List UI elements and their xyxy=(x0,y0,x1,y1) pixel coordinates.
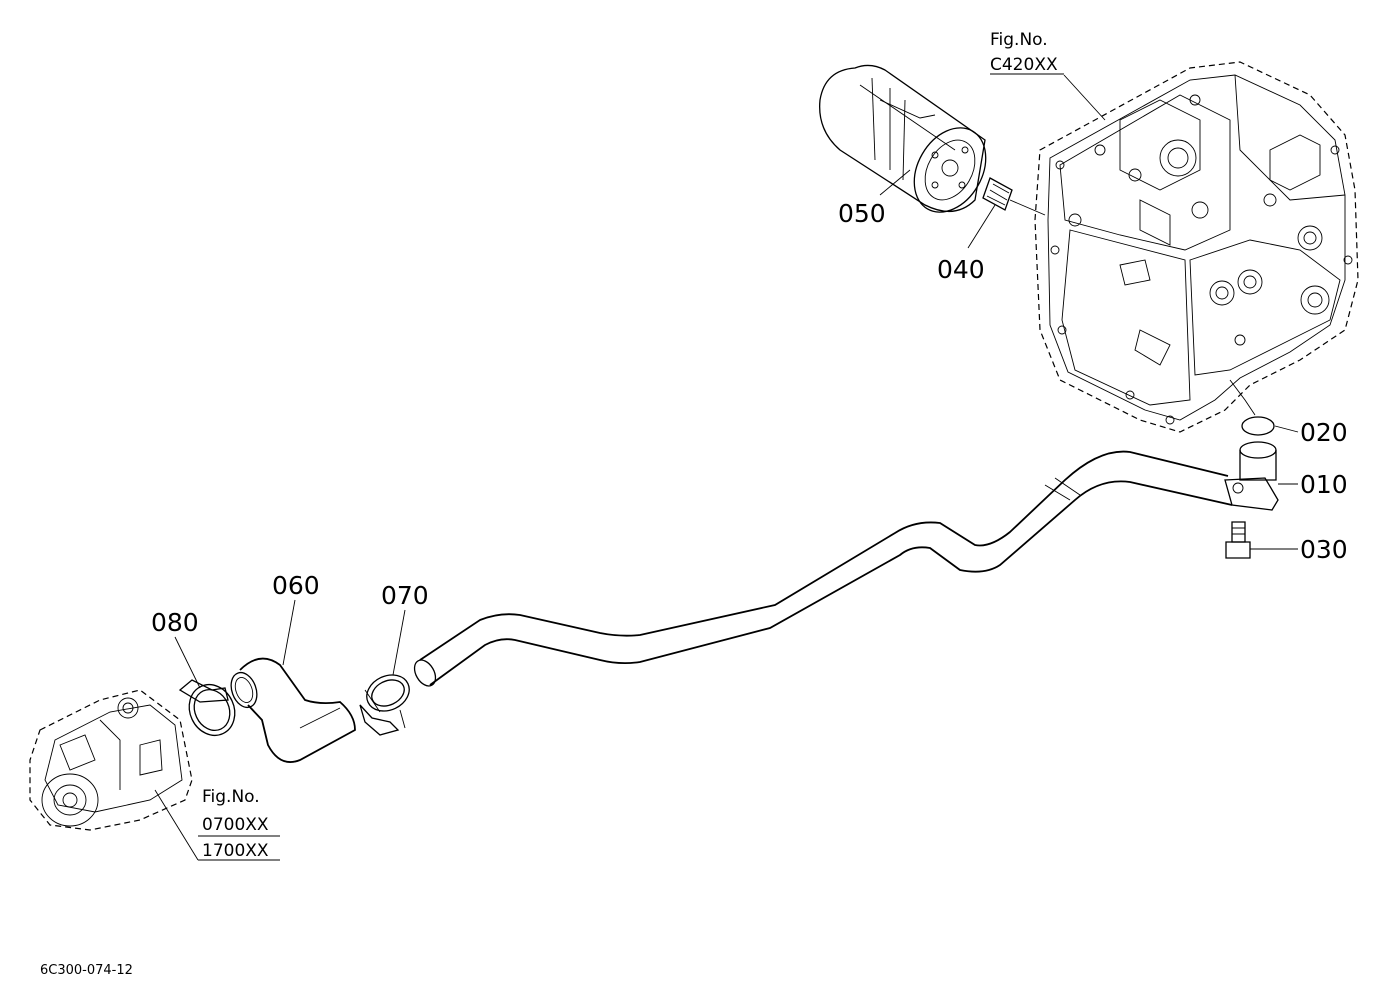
o-ring-illustration xyxy=(1241,416,1275,436)
hydraulic-pump-illustration xyxy=(29,689,193,831)
part-label-050[interactable]: 050 xyxy=(838,199,886,228)
part-label-060[interactable]: 060 xyxy=(272,571,320,600)
drawing-code: 6C300-074-12 xyxy=(40,963,133,978)
oil-pipe-illustration xyxy=(413,450,1233,687)
leader-lines xyxy=(154,73,1299,861)
part-label-080[interactable]: 080 xyxy=(151,608,199,637)
hose-illustration xyxy=(230,657,356,763)
fig-ref-transmission-line2[interactable]: C420XX xyxy=(990,55,1058,75)
part-label-040[interactable]: 040 xyxy=(937,255,985,284)
oil-filter-illustration xyxy=(819,64,987,213)
part-label-010-o-ring[interactable]: 020 xyxy=(1300,418,1348,447)
nipple-illustration xyxy=(982,177,1046,216)
part-label-030[interactable]: 030 xyxy=(1300,535,1348,564)
fig-ref-pump-line3[interactable]: 1700XX xyxy=(202,841,269,861)
hose-clamp-illustration-080 xyxy=(178,679,236,736)
part-label-070[interactable]: 070 xyxy=(381,581,429,610)
hose-clamp-illustration-070 xyxy=(359,674,410,736)
fig-ref-pump-line2[interactable]: 0700XX xyxy=(202,815,269,835)
pipe-flange-illustration xyxy=(1224,441,1279,511)
transmission-case-illustration xyxy=(1034,61,1359,433)
fig-ref-transmission-line1: Fig.No. xyxy=(990,30,1048,50)
fig-ref-pump-line1: Fig.No. xyxy=(202,787,260,807)
bolt-illustration xyxy=(1225,521,1251,559)
part-label-010[interactable]: 010 xyxy=(1300,470,1348,499)
